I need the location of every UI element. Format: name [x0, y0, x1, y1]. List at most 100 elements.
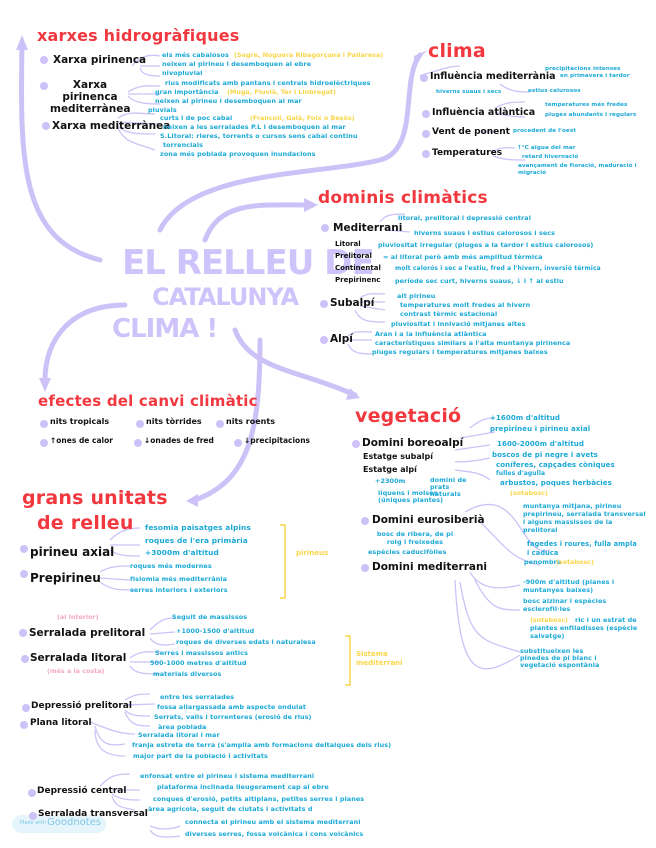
bullet-icon: [320, 336, 328, 344]
bullet-icon: [361, 564, 369, 572]
location-tag: (més a la costa): [47, 667, 105, 675]
note: serres interiors i exteriors: [130, 586, 228, 594]
note: ↑°C aigua del mar: [517, 145, 576, 151]
note: temperatures molt fredes al hivern: [400, 301, 531, 309]
note: substitueixen les pinedes de pi blanc i …: [520, 647, 600, 669]
note: zona més poblada provoquen inundacions: [160, 150, 316, 158]
mediterrani-label: Mediterrani: [333, 222, 403, 234]
efecte-item: ↓onades de fred: [144, 436, 214, 445]
influencia-atlantica-label: Influència atlàntica: [432, 107, 536, 118]
domini-eurosiberia-label: Domini eurosiberià: [372, 514, 485, 526]
bullet-icon: [20, 721, 28, 729]
note: nivopluvial: [162, 69, 203, 77]
unitats-heading-line2: de relleu: [37, 512, 134, 534]
note: -900m d'altitud (planes i muntanyes baix…: [523, 578, 615, 594]
watermark-brand: Goodnotes: [47, 817, 102, 828]
note: diverses serres, fossa volcànica i cons …: [185, 830, 364, 838]
note: pluges abundants i regulars: [545, 112, 637, 118]
note: litoral, prelitoral i depressió central: [398, 214, 531, 222]
note: pluvials: [148, 106, 177, 114]
main-title-line3: CLIMA !: [112, 314, 218, 344]
note: període sec curt, hiverns suaus, ↓ i ↑ a…: [395, 277, 564, 285]
note: conques d'erosió, petits altiplans, peti…: [153, 795, 365, 803]
estatge-subalpi-label: Estatge subalpí: [363, 452, 434, 461]
bullet-icon: [420, 74, 428, 82]
note: domini de prats naturals: [430, 476, 467, 498]
bullet-icon: [321, 224, 329, 232]
note: pluviositat i innivació mitjanes altes: [391, 320, 526, 328]
note: +3000m d'altitud: [145, 548, 219, 557]
note: 500-1000 metres d'altitud: [150, 659, 247, 667]
main-title-line2: CATALUNYA: [152, 283, 299, 311]
note: Serrats, valls i torrenteres (erosió de …: [154, 713, 312, 721]
prepirineu-label: Prepirineu: [30, 571, 101, 585]
bullet-icon: [320, 300, 328, 308]
clima-heading: clima: [428, 40, 486, 62]
note: neixen al pirineu i desemboquen al ebre: [162, 60, 312, 68]
efecte-item: nits tòrrides: [146, 417, 202, 426]
highlight-note: (Segre, Noguera Ribagorçana i Pallaresa): [234, 51, 384, 59]
highlight-note: (Muga, Fluvià, Ter i Llobregat): [227, 88, 337, 96]
note: contrast tèrmic estacional: [400, 310, 498, 318]
efecte-item: nits tropicals: [50, 417, 110, 426]
bullet-icon: [422, 150, 430, 158]
pirineu-axial-label: pirineu axial: [30, 545, 115, 559]
note: gran importància: [155, 88, 219, 96]
dominis-heading: dominis climàtics: [318, 188, 488, 208]
note: curts i de poc cabal: [160, 114, 233, 122]
highlight-note: (sotabosc): [510, 489, 548, 497]
plana-litoral-label: Plana litoral: [30, 718, 92, 728]
unitats-heading-line1: grans unitats: [22, 487, 168, 509]
note: molt calorós i sec a l'estiu, fred a l'h…: [395, 265, 601, 272]
note: fisiomia més mediterrània: [130, 575, 228, 583]
efecte-item: nits roents: [226, 417, 275, 426]
note: entre les serralades: [160, 693, 235, 701]
note: estius calurosos: [528, 88, 581, 94]
temperatures-label: Temperatures: [432, 148, 503, 158]
note: torrencials: [163, 141, 204, 149]
bullet-icon: [216, 420, 224, 428]
bullet-icon: [40, 439, 48, 447]
prelitoral-label: Prelitoral: [335, 252, 372, 260]
note: Aran i a la influència atlàntica: [375, 330, 487, 338]
pirineus-bracket-label: pirineus: [296, 549, 329, 557]
note: penombra: [524, 558, 562, 566]
bullet-icon: [19, 629, 27, 637]
main-title-line1: EL RELLEU DE: [122, 243, 375, 283]
note: neixen a les serralades P.L i desemboque…: [163, 123, 346, 131]
serralada-litoral-label: Serralada litoral: [30, 652, 127, 664]
domini-mediterrani-label: Domini mediterrani: [372, 561, 488, 573]
note: àrea agrícola, seguit de ciutats i activ…: [148, 805, 313, 813]
note: roques de l'era primària: [145, 536, 248, 545]
bullet-icon: [422, 110, 430, 118]
note: connecta el pirineu amb el sistema medit…: [185, 818, 361, 826]
note: neixen al pirineu i desemboquen al mar: [155, 97, 302, 105]
note: bosc de ribera, de pi roig i freixedes: [376, 530, 454, 546]
bullet-icon: [40, 56, 48, 64]
xarxa-pirinenca-mediterrania-label: Xarxa pirinenca mediterrànea: [50, 79, 131, 115]
note: hiverns suaus i secs: [436, 89, 502, 95]
bullet-icon: [361, 517, 369, 525]
bullet-icon: [422, 130, 430, 138]
alpi-label: Alpí: [330, 333, 353, 345]
note: en primavera i tardor: [560, 73, 630, 79]
bullet-icon: [352, 440, 360, 448]
note: alt pirineu: [397, 292, 436, 300]
note: +1600m d'altitud: [490, 414, 561, 422]
note: materials diversos: [153, 670, 222, 678]
note: S.Litoral: rieres, torrents o cursos sen…: [160, 132, 358, 140]
note: líquens i molses (úniques plantes): [378, 489, 444, 504]
note: pluviositat irregular (pluges a la tardo…: [378, 241, 594, 249]
bullet-icon: [234, 439, 242, 447]
note: ric i un estrat de plantes enfiladisses …: [530, 616, 638, 640]
continental-label: Continental: [335, 264, 381, 272]
domini-boreoalpi-label: Domini boreoalpí: [362, 437, 464, 449]
note: franja estreta de terra (s'amplia amb fo…: [132, 741, 392, 749]
bullet-icon: [21, 655, 29, 663]
serralada-transversal-label: Serralada transversal: [38, 809, 148, 819]
note: els més cabalosos: [162, 51, 229, 59]
bullet-icon: [136, 420, 144, 428]
estatge-alpi-label: Estatge alpí: [363, 465, 417, 474]
highlight-note: (sotabosc): [530, 616, 568, 624]
